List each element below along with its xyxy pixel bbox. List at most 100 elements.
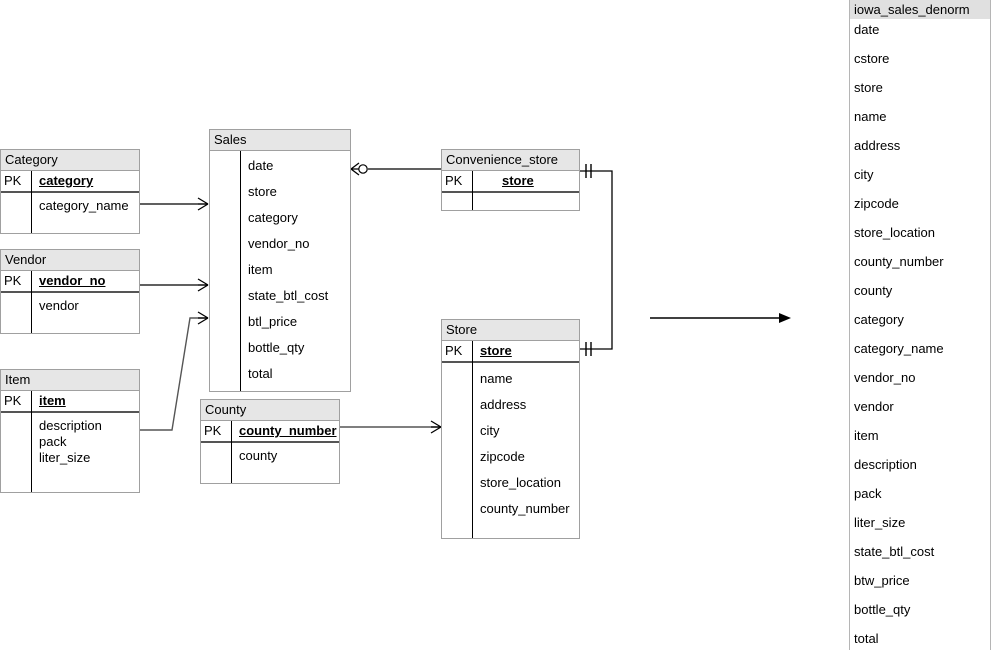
denorm-column-county[interactable]: county xyxy=(854,283,893,298)
denorm-column-liter-size[interactable]: liter_size xyxy=(854,515,906,530)
field-btl-price: btl_price xyxy=(248,314,298,329)
entity-sales-field-row[interactable]: store xyxy=(210,179,350,205)
pk-label: PK xyxy=(204,423,222,438)
entity-county-title: County xyxy=(201,400,339,421)
entity-store-field-row[interactable]: address xyxy=(442,392,579,418)
entity-store-field-row[interactable]: name xyxy=(442,363,579,392)
field-description: description xyxy=(39,418,102,433)
pk-label: PK xyxy=(445,343,463,358)
entity-store-spacer xyxy=(442,522,579,538)
denorm-column-state-btl-cost[interactable]: state_btl_cost xyxy=(854,544,935,559)
entity-item[interactable]: Item PK item description pack liter_size xyxy=(0,369,140,493)
entity-sales-field-row[interactable]: total xyxy=(210,361,350,387)
entity-vendor[interactable]: Vendor PK vendor_no vendor xyxy=(0,249,140,334)
entity-sales-field-row[interactable]: item xyxy=(210,257,350,283)
entity-sales-field-row[interactable]: date xyxy=(210,153,350,179)
entity-store[interactable]: Store PK store name address city zipcode xyxy=(441,319,580,539)
denorm-column-name[interactable]: name xyxy=(854,109,887,124)
entity-vendor-field-row[interactable]: vendor xyxy=(1,293,139,319)
entity-category[interactable]: Category PK category category_name xyxy=(0,149,140,234)
entity-store-field-row[interactable]: store_location xyxy=(442,470,579,496)
pk-label: PK xyxy=(4,393,22,408)
entity-store-field-row[interactable]: city xyxy=(442,418,579,444)
entity-category-spacer xyxy=(1,219,139,233)
entity-item-pk-row[interactable]: PK item xyxy=(1,391,139,413)
entity-sales-title: Sales xyxy=(210,130,350,151)
field-city: city xyxy=(480,423,500,438)
entity-sales-field-row[interactable]: category xyxy=(210,205,350,231)
pk-label: PK xyxy=(4,273,22,288)
denorm-column-bottle-qty[interactable]: bottle_qty xyxy=(854,602,911,617)
entity-store-body: PK store name address city zipcode st xyxy=(442,341,579,538)
field-vendor-no: vendor_no xyxy=(248,236,310,251)
denorm-column-zipcode[interactable]: zipcode xyxy=(854,196,899,211)
relationship-category-sales xyxy=(140,197,209,211)
field-liter-size: liter_size xyxy=(39,450,91,465)
entity-county-pk-row[interactable]: PK county_number xyxy=(201,421,339,443)
field-item: item xyxy=(39,393,66,408)
entity-store-pk-row[interactable]: PK store xyxy=(442,341,579,363)
denorm-column-item[interactable]: item xyxy=(854,428,879,443)
entity-sales-field-row[interactable]: bottle_qty xyxy=(210,335,350,361)
denorm-column-total[interactable]: total xyxy=(854,631,879,646)
entity-item-spacer xyxy=(1,466,139,492)
entity-county-body: PK county_number county xyxy=(201,421,339,483)
entity-vendor-spacer xyxy=(1,319,139,333)
entity-convenience-store-body: PK store xyxy=(442,171,579,210)
entity-category-body: PK category category_name xyxy=(1,171,139,233)
entity-sales[interactable]: Sales date store category vendor_no item xyxy=(209,129,351,392)
field-vendor-no: vendor_no xyxy=(39,273,106,288)
denorm-column-category[interactable]: category xyxy=(854,312,904,327)
denorm-column-category-name[interactable]: category_name xyxy=(854,341,944,356)
denorm-column-store[interactable]: store xyxy=(854,80,883,95)
entity-county-field-row[interactable]: county xyxy=(201,443,339,469)
field-state-btl-cost: state_btl_cost xyxy=(248,288,329,303)
entity-store-field-row[interactable]: zipcode xyxy=(442,444,579,470)
field-bottle-qty: bottle_qty xyxy=(248,340,305,355)
entity-store-field-row[interactable]: county_number xyxy=(442,496,579,522)
denorm-column-date[interactable]: date xyxy=(854,22,880,37)
entity-item-field-row[interactable]: description xyxy=(1,413,139,434)
entity-county[interactable]: County PK county_number county xyxy=(200,399,340,484)
entity-category-field-row[interactable]: category_name xyxy=(1,193,139,219)
entity-item-title: Item xyxy=(1,370,139,391)
denorm-column-cstore[interactable]: cstore xyxy=(854,51,890,66)
entity-category-pk-row[interactable]: PK category xyxy=(1,171,139,193)
denormalization-arrow xyxy=(650,313,791,323)
denorm-table-panel[interactable]: iowa_sales_denorm date cstore store name… xyxy=(849,0,991,650)
entity-convenience-store[interactable]: Convenience_store PK store xyxy=(441,149,580,211)
field-category: category xyxy=(39,173,94,188)
entity-item-field-row[interactable]: pack xyxy=(1,434,139,450)
field-total: total xyxy=(248,366,273,381)
pk-label: PK xyxy=(445,173,463,188)
field-address: address xyxy=(480,397,527,412)
entity-item-body: PK item description pack liter_size xyxy=(1,391,139,492)
denorm-column-county-number[interactable]: county_number xyxy=(854,254,944,269)
entity-sales-field-row[interactable]: state_btl_cost xyxy=(210,283,350,309)
field-date: date xyxy=(248,158,274,173)
entity-sales-field-row[interactable]: vendor_no xyxy=(210,231,350,257)
denorm-column-vendor-no[interactable]: vendor_no xyxy=(854,370,916,385)
denorm-column-store-location[interactable]: store_location xyxy=(854,225,935,240)
entity-item-field-row[interactable]: liter_size xyxy=(1,450,139,466)
denorm-column-vendor[interactable]: vendor xyxy=(854,399,894,414)
field-store: store xyxy=(502,173,534,188)
entity-sales-field-row[interactable]: btl_price xyxy=(210,309,350,335)
denorm-column-address[interactable]: address xyxy=(854,138,901,153)
field-zipcode: zipcode xyxy=(480,449,525,464)
field-county-number: county_number xyxy=(480,501,570,516)
denorm-column-pack[interactable]: pack xyxy=(854,486,882,501)
denorm-column-description[interactable]: description xyxy=(854,457,917,472)
entity-vendor-title: Vendor xyxy=(1,250,139,271)
field-store: store xyxy=(248,184,277,199)
denorm-column-city[interactable]: city xyxy=(854,167,874,182)
entity-county-spacer xyxy=(201,469,339,483)
field-name: name xyxy=(480,371,513,386)
relationship-sales-convenience-store xyxy=(350,162,441,176)
field-county-number: county_number xyxy=(239,423,337,438)
denorm-column-btw-price[interactable]: btw_price xyxy=(854,573,910,588)
field-store: store xyxy=(480,343,512,358)
entity-vendor-pk-row[interactable]: PK vendor_no xyxy=(1,271,139,293)
entity-convenience-store-pk-row[interactable]: PK store xyxy=(442,171,579,193)
